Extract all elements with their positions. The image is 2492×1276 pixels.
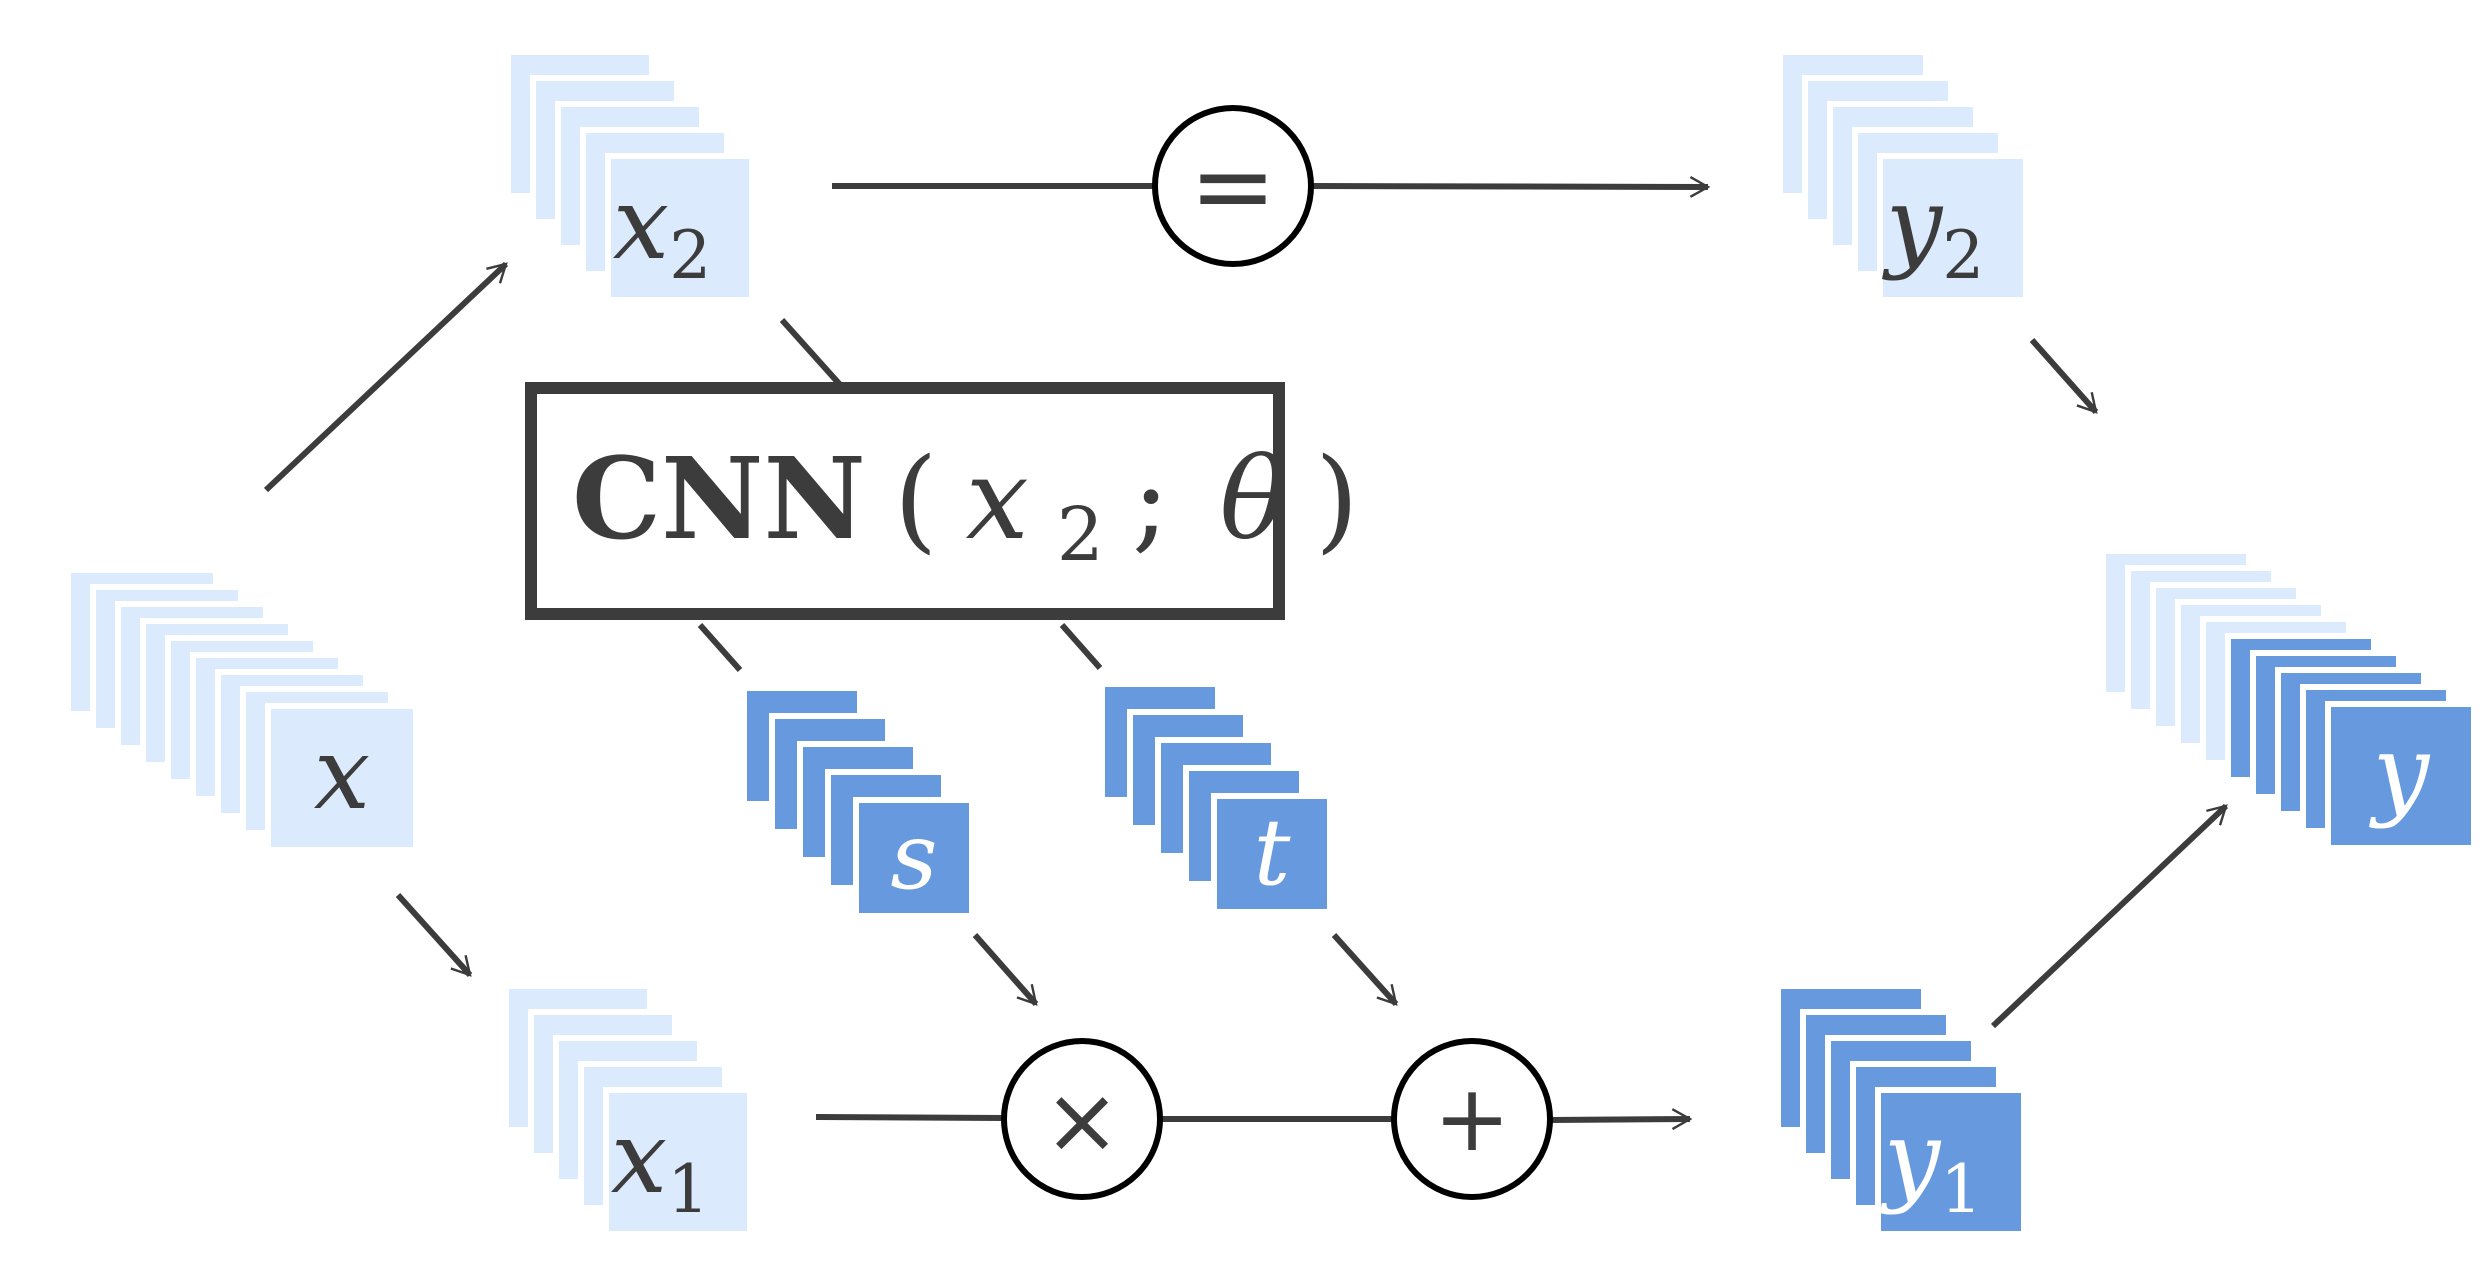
stack-s: s: [741, 685, 975, 919]
stack-label-var: y: [1880, 1099, 1942, 1216]
cnn-separator: ;: [1132, 435, 1170, 565]
stack-y: y: [2100, 548, 2477, 851]
stack-label-x1: x1: [611, 1099, 709, 1228]
edge-x2-to-cnn: [779, 317, 846, 391]
stack-label-y2: y2: [1882, 165, 1985, 294]
edge-add-to-y1: [1549, 1119, 1690, 1120]
edge-s-to-multiply: [972, 933, 1039, 1006]
cnn-param: θ: [1220, 435, 1287, 565]
feature-map-sheet: [1211, 793, 1333, 915]
stack-y2: y2: [1777, 49, 2029, 303]
cnn-label: CNN ( x 2 ; θ ): [572, 434, 1359, 585]
feature-map-sheet: [853, 797, 975, 919]
feature-map-sheet: [603, 1087, 753, 1237]
operator-add: +: [1391, 1038, 1553, 1200]
stack-label-y1: y1: [1880, 1099, 1983, 1228]
operator-multiply: ×: [1001, 1038, 1163, 1200]
multiply-circle: [1001, 1038, 1163, 1200]
stack-y1: y1: [1775, 983, 2027, 1237]
identity-circle: [1152, 105, 1314, 267]
cnn-arg-var: x: [966, 435, 1029, 565]
stack-label-y: y: [2369, 713, 2431, 830]
stack-label-x: x: [314, 715, 370, 832]
stack-label-var: y: [2369, 713, 2431, 830]
stack-x2: x2: [505, 49, 755, 303]
stack-label-var: y: [1882, 165, 1944, 282]
feature-map-sheet: [1877, 153, 2029, 303]
cnn-name: CNN: [572, 434, 866, 565]
identity-symbol: =: [1189, 125, 1276, 247]
stack-label-s: s: [890, 803, 937, 910]
cnn-open-paren: (: [894, 435, 938, 565]
stack-label-sub: 1: [1940, 1151, 1982, 1228]
stack-label-sub: 2: [1942, 217, 1984, 294]
edge-cnn-to-t: [1059, 623, 1103, 670]
feature-map-sheet: [1875, 1087, 2027, 1237]
stack-label-var: s: [890, 803, 937, 910]
stack-label-t: t: [1254, 799, 1292, 906]
operator-identity: =: [1152, 105, 1314, 267]
stack-label-x2: x2: [613, 165, 711, 294]
edge-t-to-add: [1331, 932, 1399, 1007]
edge-cnn-to-s: [697, 623, 743, 672]
stack-x1: x1: [503, 983, 753, 1237]
edge-x-to-x1: [395, 892, 473, 978]
edge-y2-to-y: [2029, 338, 2099, 414]
stack-label-var: x: [314, 715, 370, 832]
stack-label-var: t: [1254, 799, 1292, 906]
add-circle: [1391, 1038, 1553, 1200]
feature-map-sheet: [605, 153, 755, 303]
stack-x: x: [65, 567, 419, 853]
edge-x1-to-multiply: [815, 1114, 1005, 1121]
cnn-close-paren: ): [1315, 435, 1359, 565]
stack-label-var: x: [613, 165, 669, 282]
cnn-box: CNN ( x 2 ; θ ): [525, 382, 1359, 620]
edge-identity-to-y2: [1310, 186, 1708, 187]
multiply-symbol: ×: [1043, 1067, 1120, 1174]
edge-x-to-x2: [263, 261, 509, 493]
feature-map-sheet: [2325, 701, 2477, 851]
add-symbol: +: [1433, 1065, 1510, 1172]
stack-label-var: x: [611, 1099, 667, 1216]
edge-y1-to-y: [1990, 803, 2229, 1029]
stack-label-sub: 2: [669, 217, 711, 294]
stack-t: t: [1099, 681, 1333, 915]
feature-map-sheet: [265, 703, 419, 853]
connector-edges: [263, 186, 2229, 1121]
cnn-arg-sub: 2: [1057, 492, 1104, 578]
stack-label-sub: 1: [667, 1151, 709, 1228]
